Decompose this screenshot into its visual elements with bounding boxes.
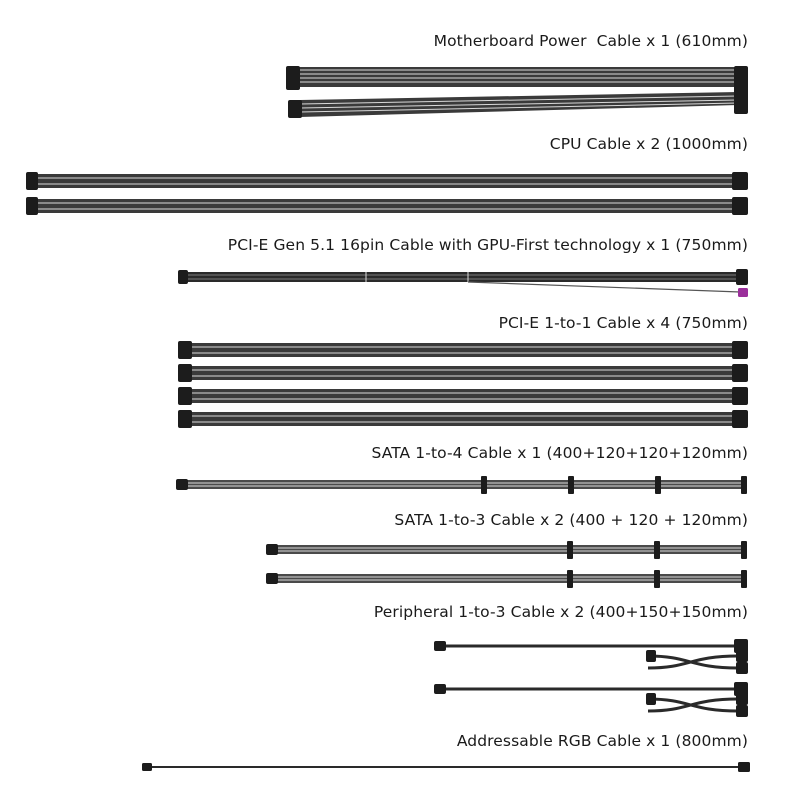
cpu-cable-2-connector-right — [732, 197, 748, 215]
argb-cable — [142, 762, 750, 772]
peripheral-cable-1-molex-3 — [736, 662, 748, 674]
sata-1to3-cable-2 — [266, 570, 747, 588]
peripheral-cable-1-molex-4 — [646, 650, 656, 662]
pcie-gen5-connector-left — [178, 270, 188, 284]
pcie-gen5-sense-wire — [467, 281, 741, 293]
addressable-rgb-cable-label: Addressable RGB Cable x 1 (800mm) — [456, 732, 748, 750]
sata-1to3-cable-2-connector-1 — [567, 570, 573, 588]
argb-connector-right — [738, 762, 750, 772]
pcie-cable-3-connector-right — [732, 387, 748, 405]
pcie-gen5-cable-label: PCI-E Gen 5.1 16pin Cable with GPU-First… — [227, 236, 748, 254]
cpu-cable-label: CPU Cable x 2 (1000mm) — [549, 135, 748, 153]
pcie-cable-1-connector-right — [732, 341, 748, 359]
cpu-cable-2 — [26, 197, 748, 215]
pcie-cable-3-connector-left — [178, 387, 192, 405]
peripheral-cable-2 — [434, 682, 748, 717]
pcie-gen5-cable — [178, 269, 748, 297]
sata-1to3-cable-1-connector-2 — [654, 541, 660, 559]
pcie-cable-1-connector-left — [178, 341, 192, 359]
peripheral-cable-1-psu-connector — [434, 641, 446, 651]
cpu-cable-1-connector-left — [26, 172, 38, 190]
cpu-cable-1 — [26, 172, 748, 190]
pcie-cable-2 — [178, 364, 748, 382]
pcie-gen5-sense-plug — [738, 288, 748, 297]
pcie-1to1-cable-label: PCI-E 1-to-1 Cable x 4 (750mm) — [498, 314, 748, 332]
sata-1to3-cable-2-connector-2 — [654, 570, 660, 588]
cpu-cable-1-connector-right — [732, 172, 748, 190]
motherboard-psu-connector-b — [288, 100, 302, 118]
pcie-cable-3 — [178, 387, 748, 405]
pcie-cable-2-connector-left — [178, 364, 192, 382]
pcie-cable-4-connector-left — [178, 410, 192, 428]
motherboard-board-connector — [734, 66, 748, 114]
motherboard-power-cable-label: Motherboard Power Cable x 1 (610mm) — [433, 32, 748, 50]
peripheral-cable-2-molex-4 — [646, 693, 656, 705]
sata-1to3-cable-2-psu-connector — [266, 573, 278, 584]
sata-1to4-connector-4 — [741, 476, 747, 494]
peripheral-cable-1 — [434, 639, 748, 674]
sata-1to4-psu-connector — [176, 479, 188, 490]
sata-1to3-cable-1-psu-connector — [266, 544, 278, 555]
peripheral-cable-2-molex-1 — [734, 682, 748, 696]
motherboard-cable-bundle-bottom — [299, 92, 739, 117]
motherboard-psu-connector-a — [286, 66, 300, 90]
peripheral-1to3-cable-label: Peripheral 1-to-3 Cable x 2 (400+150+150… — [373, 603, 748, 621]
pcie-cable-4-connector-right — [732, 410, 748, 428]
argb-connector-left — [142, 763, 152, 771]
peripheral-cable-2-molex-2 — [736, 693, 748, 705]
pcie-cable-2-connector-right — [732, 364, 748, 382]
sata-1to4-cable-label: SATA 1-to-4 Cable x 1 (400+120+120+120mm… — [371, 444, 748, 462]
sata-1to4-connector-2 — [568, 476, 574, 494]
sata-1to4-connector-3 — [655, 476, 661, 494]
cpu-cable-2-connector-left — [26, 197, 38, 215]
sata-1to3-cable-1-connector-1 — [567, 541, 573, 559]
pcie-cable-1 — [178, 341, 748, 359]
sata-1to3-cable-2-connector-3 — [741, 570, 747, 588]
sata-1to3-cable-label: SATA 1-to-3 Cable x 2 (400 + 120 + 120mm… — [394, 511, 748, 529]
pcie-gen5-connector-right — [736, 269, 748, 285]
sata-1to4-cable — [176, 476, 747, 494]
sata-1to3-cable-1-connector-3 — [741, 541, 747, 559]
peripheral-cable-1-molex-2 — [736, 650, 748, 662]
motherboard-cable-bundle-top — [296, 67, 738, 87]
sata-1to3-cable-1 — [266, 541, 747, 559]
sata-1to4-connector-1 — [481, 476, 487, 494]
motherboard-power-cable — [286, 66, 748, 118]
peripheral-cable-2-psu-connector — [434, 684, 446, 694]
peripheral-cable-1-molex-1 — [734, 639, 748, 653]
peripheral-cable-2-molex-3 — [736, 705, 748, 717]
pcie-cable-4 — [178, 410, 748, 428]
